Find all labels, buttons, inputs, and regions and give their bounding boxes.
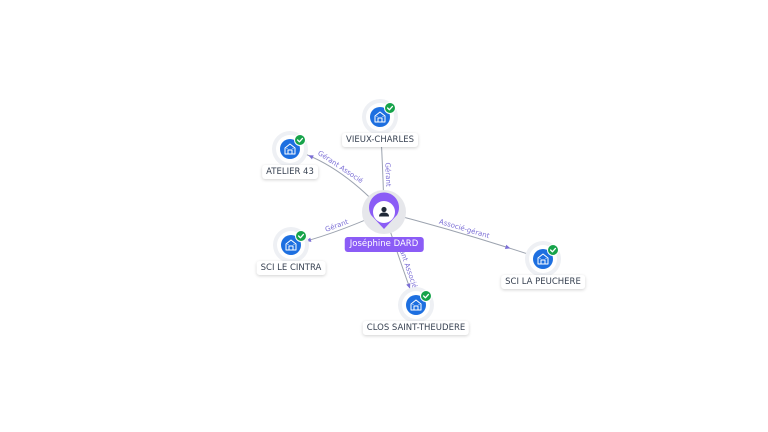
building-icon (537, 253, 549, 265)
node-clos-saint-theudere[interactable] (398, 287, 434, 323)
check-icon (295, 230, 307, 242)
check-icon (420, 290, 432, 302)
center-node[interactable] (362, 190, 406, 234)
node-sci-le-cintra[interactable] (273, 227, 309, 263)
node-label-vieux-charles[interactable]: VIEUX-CHARLES (342, 133, 418, 147)
check-icon (547, 244, 559, 256)
building-icon (374, 111, 386, 123)
edge-arrow-icon (308, 155, 314, 160)
node-vieux-charles[interactable] (362, 99, 398, 135)
node-sci-la-peuchere[interactable] (525, 241, 561, 277)
edge-arrow-icon (406, 283, 411, 289)
node-label-atelier-43[interactable]: ATELIER 43 (262, 165, 318, 179)
edge-label: Gérant (383, 162, 392, 187)
node-label-sci-le-cintra[interactable]: SCI LE CINTRA (256, 261, 326, 275)
edge-label: Gérant Associé (316, 149, 364, 185)
building-icon (410, 299, 422, 311)
nodes-layer (272, 99, 561, 323)
person-icon (379, 206, 389, 217)
node-atelier-43[interactable] (272, 131, 308, 167)
center-label[interactable]: Joséphine DARD (344, 237, 424, 252)
node-label-sci-la-peuchere[interactable]: SCI LA PEUCHERE (501, 275, 585, 289)
edge-arrow-icon (504, 244, 511, 249)
building-icon (284, 143, 296, 155)
node-label-clos-saint-theudere[interactable]: CLOS SAINT-THEUDERE (362, 321, 470, 335)
check-icon (294, 134, 306, 146)
check-icon (384, 102, 396, 114)
building-icon (285, 239, 297, 251)
